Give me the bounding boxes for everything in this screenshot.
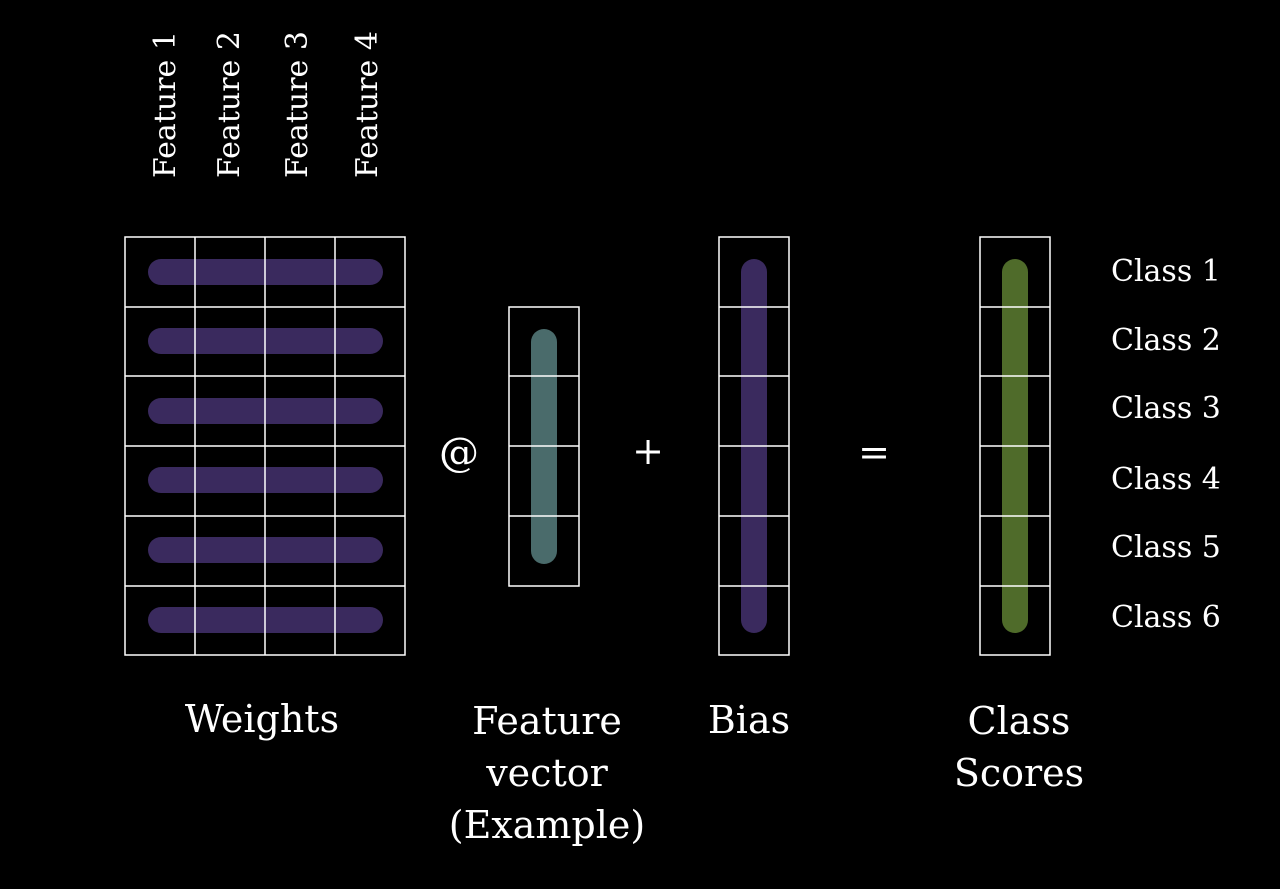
class-scores-caption: Class Scores [954,699,1084,795]
feature-vector-caption: Feature vector (Example) [449,699,645,847]
feature-headers: Feature 1 Feature 2 Feature 3 Feature 4 [148,31,385,178]
weights-matrix [124,236,406,656]
plus-operator: + [632,429,664,473]
class-scores-grid [979,236,1051,656]
class-label-4: Class 4 [1111,462,1221,497]
class-label-1: Class 1 [1111,254,1221,289]
weights-caption: Weights [185,697,339,741]
class-labels: Class 1 Class 2 Class 3 Class 4 Class 5 … [1111,254,1221,635]
feature-vector-caption-line-1: Feature [472,699,622,743]
feature-vector-caption-line-2: vector [485,751,608,795]
feature-header-1: Feature 1 [148,31,183,178]
bias-caption: Bias [708,698,790,742]
class-label-2: Class 2 [1111,323,1221,358]
feature-header-2: Feature 2 [212,31,247,178]
class-label-5: Class 5 [1111,530,1221,565]
class-scores-caption-line-2: Scores [954,751,1084,795]
feature-header-3: Feature 3 [280,31,315,178]
equals-operator: = [858,430,890,474]
bias-vector-grid [718,236,790,656]
class-label-3: Class 3 [1111,391,1221,426]
feature-vector [508,306,580,587]
class-scores-vector [979,236,1051,656]
feature-vector-grid [508,306,580,587]
bias-vector [718,236,790,656]
feature-header-4: Feature 4 [350,31,385,178]
class-scores-caption-line-1: Class [968,699,1071,743]
weights-grid [124,236,406,656]
matmul-operator: @ [439,430,479,476]
class-label-6: Class 6 [1111,600,1221,635]
feature-vector-caption-line-3: (Example) [449,803,645,847]
